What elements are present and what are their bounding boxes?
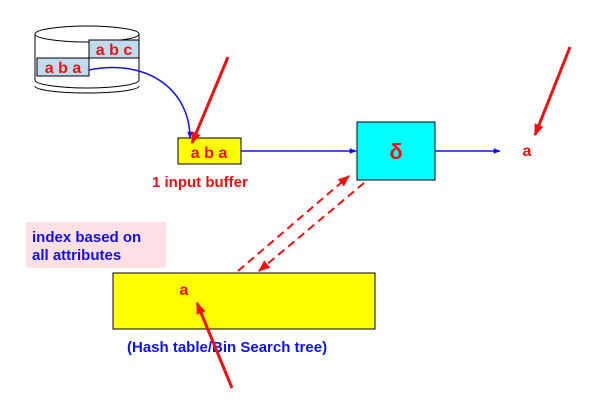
disk-block-bottom-text: a b a [45, 60, 82, 77]
delta-symbol: δ [389, 139, 402, 164]
output-value: a [523, 143, 532, 160]
disk-block-top-text: a b c [96, 42, 133, 59]
output-pointer-arrow [533, 46, 572, 137]
index-insert-dashed-arrow [258, 182, 365, 272]
disk-block-bottom: a b a [36, 57, 90, 77]
index-pointer-arrow [195, 301, 234, 389]
input-buffer: a b a [177, 137, 242, 165]
index-structure-value: a [180, 282, 189, 299]
input-buffer-text: a b a [191, 145, 228, 162]
disk-block-top: a b c [88, 39, 140, 59]
delta-operator-box: δ [356, 121, 436, 181]
index-structure-caption: (Hash table/Bin Search tree) [127, 339, 327, 356]
disk-to-buffer-arrow [88, 66, 193, 139]
index-structure-box: a [112, 272, 376, 330]
index-note: index based on all attributes [26, 222, 166, 268]
input-buffer-caption: 1 input buffer [152, 174, 248, 191]
index-note-line1: index based on [32, 229, 141, 246]
buffer-pointer-arrow [190, 56, 230, 145]
index-probe-dashed-arrow [237, 175, 350, 272]
index-note-line2: all attributes [32, 247, 121, 264]
